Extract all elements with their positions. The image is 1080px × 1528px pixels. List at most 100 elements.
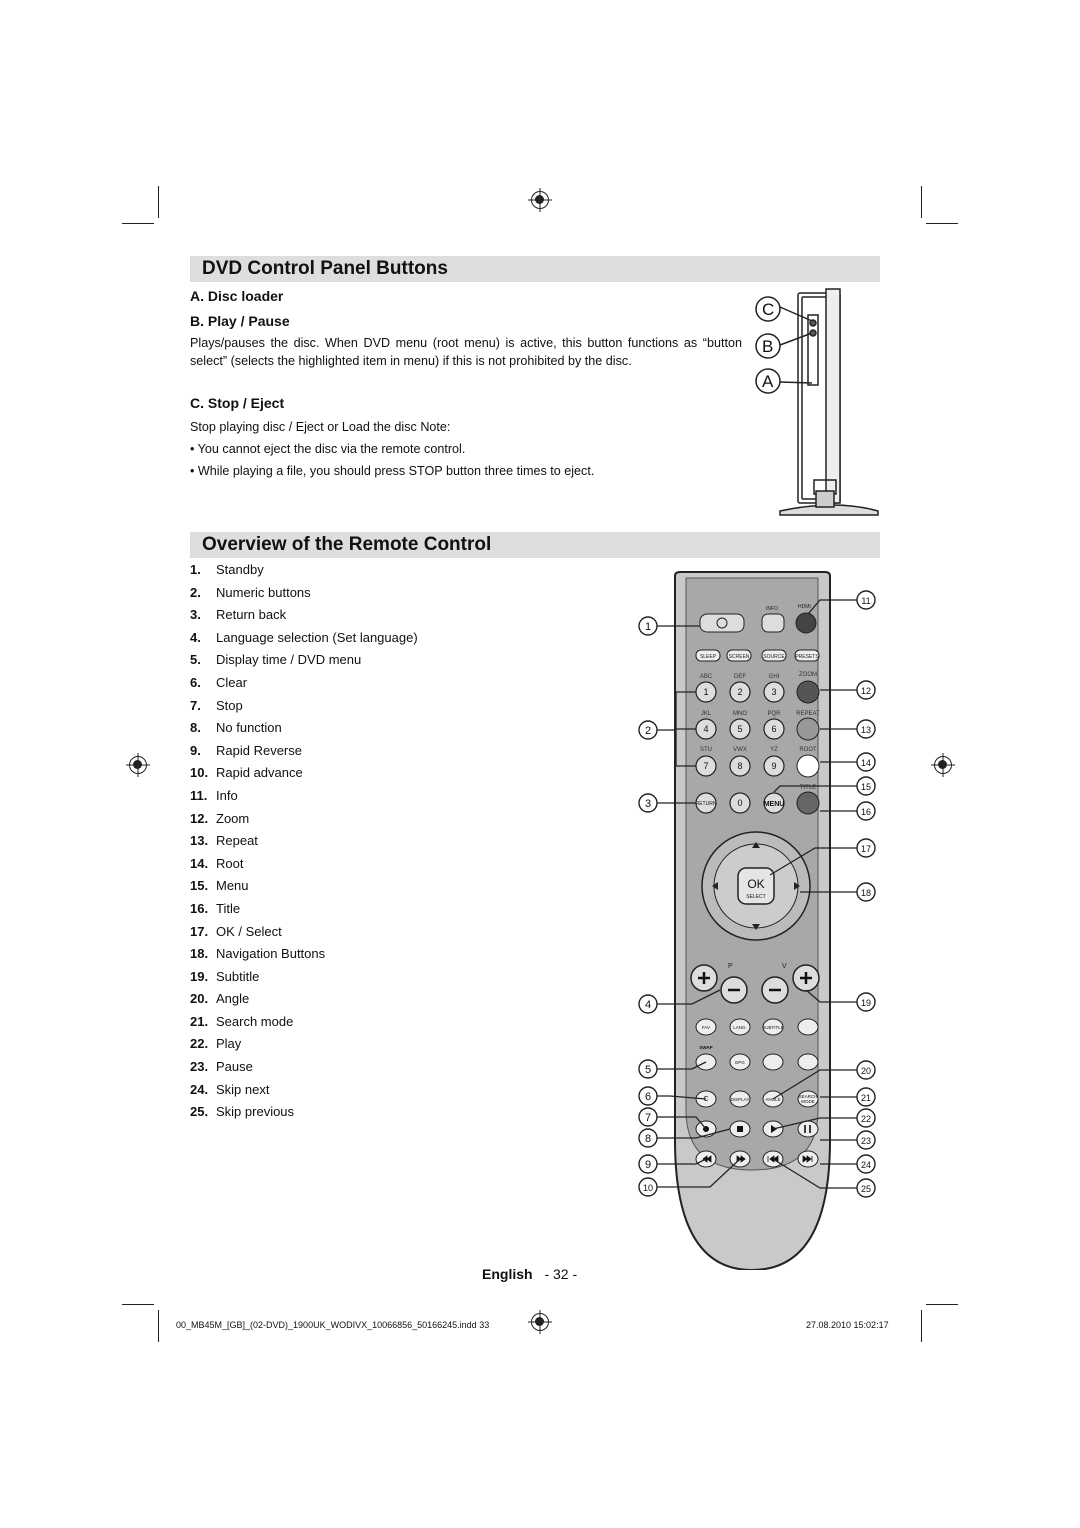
remote-list-item: 19.Subtitle bbox=[190, 968, 418, 991]
remote-list-item: 1. Standby bbox=[190, 561, 418, 584]
svg-text:10: 10 bbox=[643, 1183, 653, 1193]
remote-list-item: 11.Info bbox=[190, 787, 418, 810]
svg-text:REPEAT: REPEAT bbox=[796, 711, 820, 717]
section-header: Overview of the Remote Control bbox=[190, 532, 880, 558]
svg-text:TITLE: TITLE bbox=[800, 785, 816, 791]
svg-text:8: 8 bbox=[737, 761, 742, 771]
play-pause-heading: B. Play / Pause bbox=[190, 313, 290, 329]
item-label: Search mode bbox=[216, 1013, 294, 1029]
item-number: 1. bbox=[190, 562, 201, 577]
remote-list-item: 8. No function bbox=[190, 719, 418, 742]
crop-mark bbox=[122, 1304, 154, 1305]
remote-list-item: 22.Play bbox=[190, 1035, 418, 1058]
svg-text:ROOT: ROOT bbox=[799, 747, 817, 753]
crop-mark bbox=[926, 223, 958, 224]
svg-text:11: 11 bbox=[861, 596, 870, 606]
item-label: Standby bbox=[216, 562, 264, 577]
svg-text:9: 9 bbox=[645, 1159, 651, 1171]
remote-list-item: 10. Rapid advance bbox=[190, 764, 418, 787]
svg-text:20: 20 bbox=[861, 1066, 871, 1076]
crop-mark bbox=[158, 186, 159, 218]
remote-list-item: 24. Skip next bbox=[190, 1081, 418, 1104]
diagram-letter-b: B bbox=[762, 337, 773, 356]
item-label: Title bbox=[216, 900, 241, 916]
svg-text:1: 1 bbox=[703, 687, 708, 697]
svg-text:22: 22 bbox=[861, 1114, 871, 1124]
stop-eject-description: Stop playing disc / Eject or Load the di… bbox=[190, 420, 451, 434]
remote-list-item: 2.Numeric buttons bbox=[190, 584, 418, 607]
svg-text:OK: OK bbox=[747, 877, 764, 891]
svg-text:3: 3 bbox=[645, 798, 651, 810]
remote-list-item: 6.Clear bbox=[190, 674, 418, 697]
svg-text:RETURN: RETURN bbox=[696, 801, 717, 807]
remote-list-item: 14.Root bbox=[190, 855, 418, 878]
disc-loader-heading: A. Disc loader bbox=[190, 288, 284, 304]
remote-list-item: 7.Stop bbox=[190, 697, 418, 720]
registration-mark-icon bbox=[129, 756, 147, 774]
item-label: Clear bbox=[216, 674, 248, 690]
play-pause-description: Plays/pauses the disc. When DVD menu (ro… bbox=[190, 336, 742, 368]
svg-text:MENU: MENU bbox=[764, 801, 785, 808]
item-number: 25. bbox=[190, 1104, 209, 1120]
svg-text:V: V bbox=[782, 963, 787, 970]
note-item: • While playing a file, you should press… bbox=[190, 464, 595, 478]
item-number: 12. bbox=[190, 810, 209, 826]
item-label: Repeat bbox=[216, 833, 258, 849]
svg-text:15: 15 bbox=[861, 782, 871, 792]
svg-text:YZ: YZ bbox=[770, 747, 778, 753]
svg-text:25: 25 bbox=[861, 1184, 871, 1194]
diagram-letter-c: C bbox=[762, 300, 774, 319]
crop-mark bbox=[921, 186, 922, 218]
svg-text:2: 2 bbox=[645, 725, 651, 737]
svg-text:MNO: MNO bbox=[733, 711, 747, 717]
svg-text:17: 17 bbox=[861, 844, 871, 854]
remote-list-item: 16. Title bbox=[190, 900, 418, 923]
svg-text:7: 7 bbox=[703, 761, 708, 771]
registration-mark-icon bbox=[531, 191, 549, 209]
item-label: No function bbox=[216, 720, 282, 736]
item-number: 14. bbox=[190, 855, 209, 871]
item-label: Rapid advance bbox=[216, 765, 303, 781]
svg-text:19: 19 bbox=[861, 998, 871, 1008]
crop-mark bbox=[158, 1310, 159, 1342]
crop-mark bbox=[921, 1310, 922, 1342]
svg-text:12: 12 bbox=[861, 686, 871, 696]
item-number: 8. bbox=[190, 720, 201, 736]
svg-text:6: 6 bbox=[645, 1091, 651, 1103]
section-title: DVD Control Panel Buttons bbox=[202, 258, 448, 279]
item-label: Zoom bbox=[216, 810, 250, 826]
svg-text:1: 1 bbox=[645, 621, 651, 633]
remote-list-item: 9.Rapid Reverse bbox=[190, 742, 418, 765]
item-label: Rapid Reverse bbox=[216, 742, 302, 758]
item-number: 10. bbox=[190, 765, 209, 781]
item-label: Numeric buttons bbox=[216, 584, 311, 600]
svg-text:16: 16 bbox=[861, 807, 871, 817]
item-label: Skip next bbox=[216, 1081, 270, 1097]
item-label: Info bbox=[216, 787, 238, 803]
item-label: Language selection (Set language) bbox=[216, 629, 418, 645]
remote-list-item: 13.Repeat bbox=[190, 832, 418, 855]
item-label: Pause bbox=[216, 1059, 253, 1075]
item-number: 24. bbox=[190, 1081, 209, 1097]
svg-text:SWAP: SWAP bbox=[699, 1045, 712, 1050]
remote-list-item: 5.Display time / DVD menu bbox=[190, 651, 418, 674]
item-number: 16. bbox=[190, 900, 209, 916]
item-label: Subtitle bbox=[216, 968, 260, 984]
item-number: 15. bbox=[190, 878, 209, 894]
footer-language: English bbox=[482, 1266, 533, 1282]
section-title: Overview of the Remote Control bbox=[202, 534, 492, 555]
svg-text:GHI: GHI bbox=[769, 674, 780, 680]
svg-text:9: 9 bbox=[771, 761, 776, 771]
svg-text:21: 21 bbox=[861, 1093, 871, 1103]
svg-text:SUBTITLE: SUBTITLE bbox=[762, 1025, 784, 1030]
svg-text:5: 5 bbox=[737, 724, 742, 734]
item-number: 5. bbox=[190, 652, 201, 668]
section-header: DVD Control Panel Buttons bbox=[190, 256, 880, 282]
svg-text:ZOOM: ZOOM bbox=[799, 672, 817, 678]
svg-text:MODE: MODE bbox=[801, 1099, 815, 1104]
stop-eject-heading: C. Stop / Eject bbox=[190, 395, 285, 411]
crop-mark bbox=[122, 223, 154, 224]
svg-text:6: 6 bbox=[771, 724, 776, 734]
item-label: Angle bbox=[216, 991, 250, 1007]
remote-list-item: 18.Navigation Buttons bbox=[190, 945, 418, 968]
